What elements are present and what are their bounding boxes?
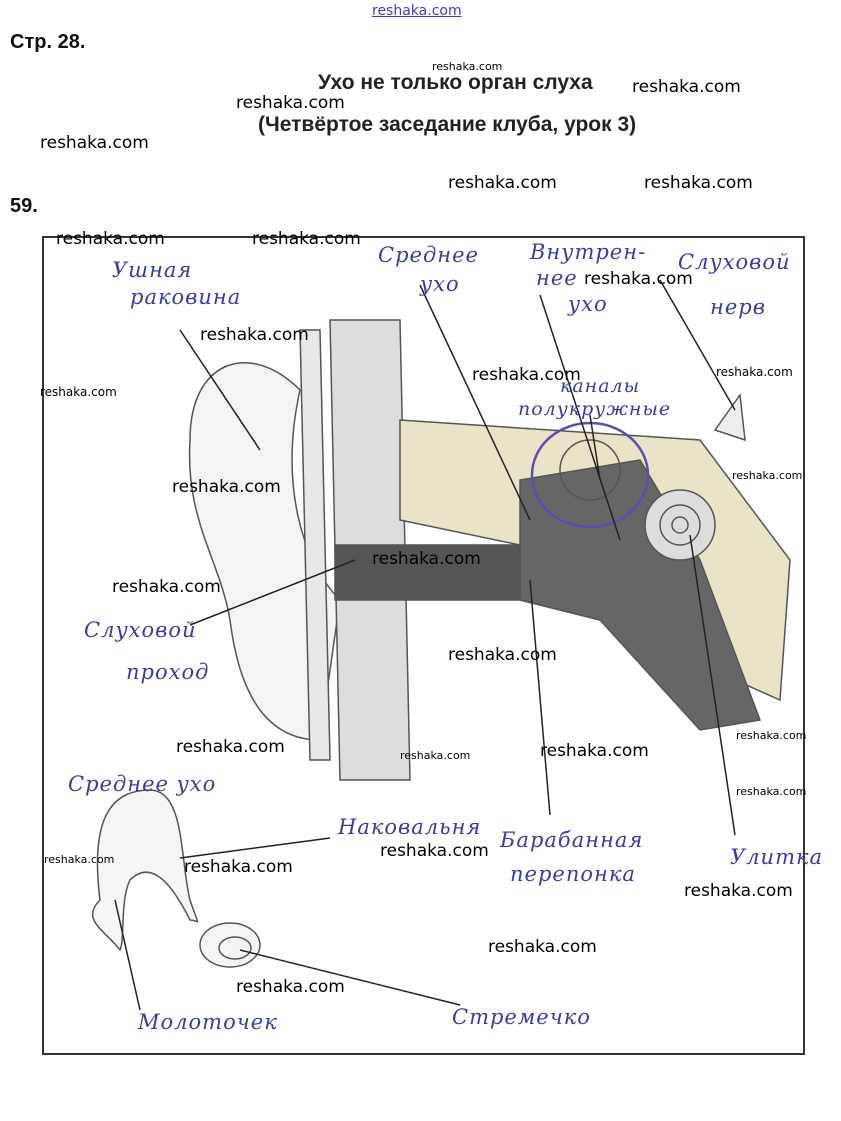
label-ear-canal: Слуховой [84,618,197,642]
label-canals-2: полукружные [518,398,672,420]
watermark: reshaka.com [172,477,281,497]
label-nerve: Слуховой [678,250,791,274]
page-title: Ухо не только орган слуха [318,71,593,94]
label-middle-ear-small: Среднее ухо [68,772,217,796]
label-outer-ear-2: раковина [130,285,242,309]
watermark: reshaka.com [736,785,807,798]
watermark: reshaka.com [736,729,807,742]
watermark: reshaka.com [252,229,361,249]
watermark: reshaka.com [236,93,345,113]
watermark: reshaka.com [236,977,345,997]
label-outer-ear: Ушная [112,258,193,282]
watermark: reshaka.com [112,577,221,597]
label-eardrum: Барабанная [500,828,644,852]
watermark: reshaka.com [40,385,117,399]
label-canals: каналы [560,375,641,397]
label-middle-ear-2: ухо [420,272,460,296]
task-number: 59. [10,195,38,217]
label-eardrum-2: перепонка [510,862,636,886]
diagram-frame [42,236,805,1055]
watermark: reshaka.com [400,749,471,762]
watermark: reshaka.com [44,853,115,866]
watermark: reshaka.com [584,269,693,289]
label-ear-canal-2: проход [126,660,210,684]
watermark: reshaka.com [56,229,165,249]
label-inner-ear: Внутрен- [530,240,647,264]
watermark: reshaka.com [380,841,489,861]
watermark: reshaka.com [716,365,793,379]
watermark: reshaka.com [684,881,793,901]
watermark: reshaka.com [40,133,149,153]
label-inner-ear-2: нее [536,266,578,290]
watermark: reshaka.com [472,365,581,385]
watermark: reshaka.com [540,741,649,761]
page-number: Стр. 28. [10,31,86,53]
watermark: reshaka.com [200,325,309,345]
page-subtitle: (Четвёртое заседание клуба, урок 3) [258,113,637,136]
watermark: reshaka.com [448,645,557,665]
watermark: reshaka.com [448,173,557,193]
watermark: reshaka.com [644,173,753,193]
watermark-link[interactable]: reshaka.com [372,3,462,19]
watermark: reshaka.com [372,549,481,569]
incus-malleus-shape [91,789,199,952]
watermark: reshaka.com [732,469,803,482]
watermark: reshaka.com [432,60,503,73]
label-inner-ear-3: ухо [568,292,608,316]
watermark: reshaka.com [632,77,741,97]
label-malleus: Молоточек [138,1010,278,1034]
watermark: reshaka.com [176,737,285,757]
label-cochlea: Улитка [730,845,824,869]
label-stapes: Стремечко [452,1005,591,1029]
label-nerve-2: нерв [710,295,766,319]
semicircular-canals-circle [530,421,650,529]
watermark: reshaka.com [488,937,597,957]
label-middle-ear: Среднее [378,243,479,267]
watermark: reshaka.com [184,857,293,877]
label-incus: Наковальня [338,815,482,839]
